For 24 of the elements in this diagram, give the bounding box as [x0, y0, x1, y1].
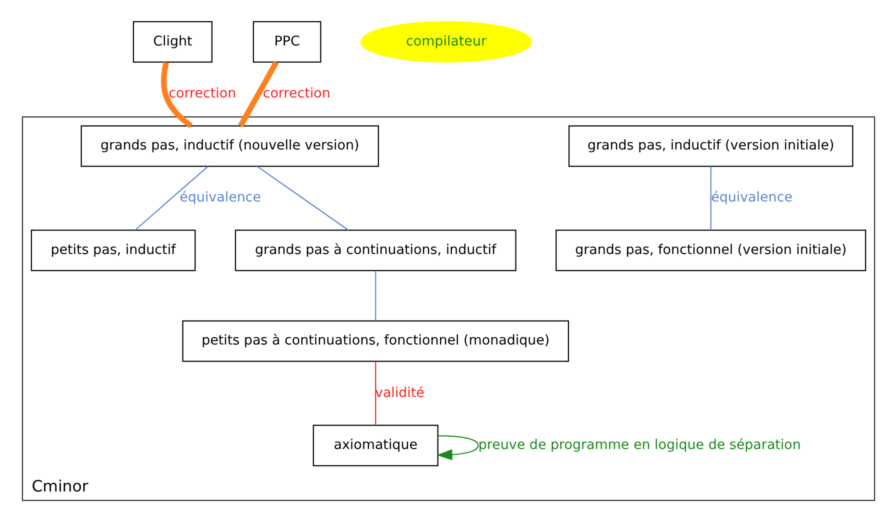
edge-label: preuve de programme en logique de séparation	[478, 438, 800, 453]
node-box: grands pas, fonctionnel (version initiale)	[555, 230, 866, 272]
edge-label: correction	[262, 86, 330, 102]
edge-label: correction	[168, 86, 236, 102]
node-box: PPC	[252, 21, 321, 63]
node-box: grands pas à continuations, inductif	[234, 230, 516, 272]
connector	[160, 62, 192, 128]
connector	[134, 166, 208, 231]
connector	[374, 362, 376, 426]
node-ellipse: compilateur	[360, 21, 532, 63]
arrow	[436, 435, 478, 460]
edge-label: équivalence	[710, 190, 792, 206]
connector	[238, 60, 278, 128]
node-box: petits pas, inductif	[30, 230, 196, 272]
connector	[710, 166, 711, 230]
node-box: grands pas, inductif (nouvelle version)	[80, 125, 378, 167]
node-box: Clight	[132, 21, 212, 63]
connector	[374, 270, 376, 321]
node-box: petits pas à continuations, fonctionnel (monadique)	[182, 320, 569, 362]
edge-label: équivalence	[179, 190, 261, 206]
node-box: axiomatique	[312, 424, 438, 466]
edge-label: validité	[374, 386, 424, 401]
connector	[256, 166, 348, 231]
node-box: grands pas, inductif (version initiale)	[568, 125, 853, 167]
